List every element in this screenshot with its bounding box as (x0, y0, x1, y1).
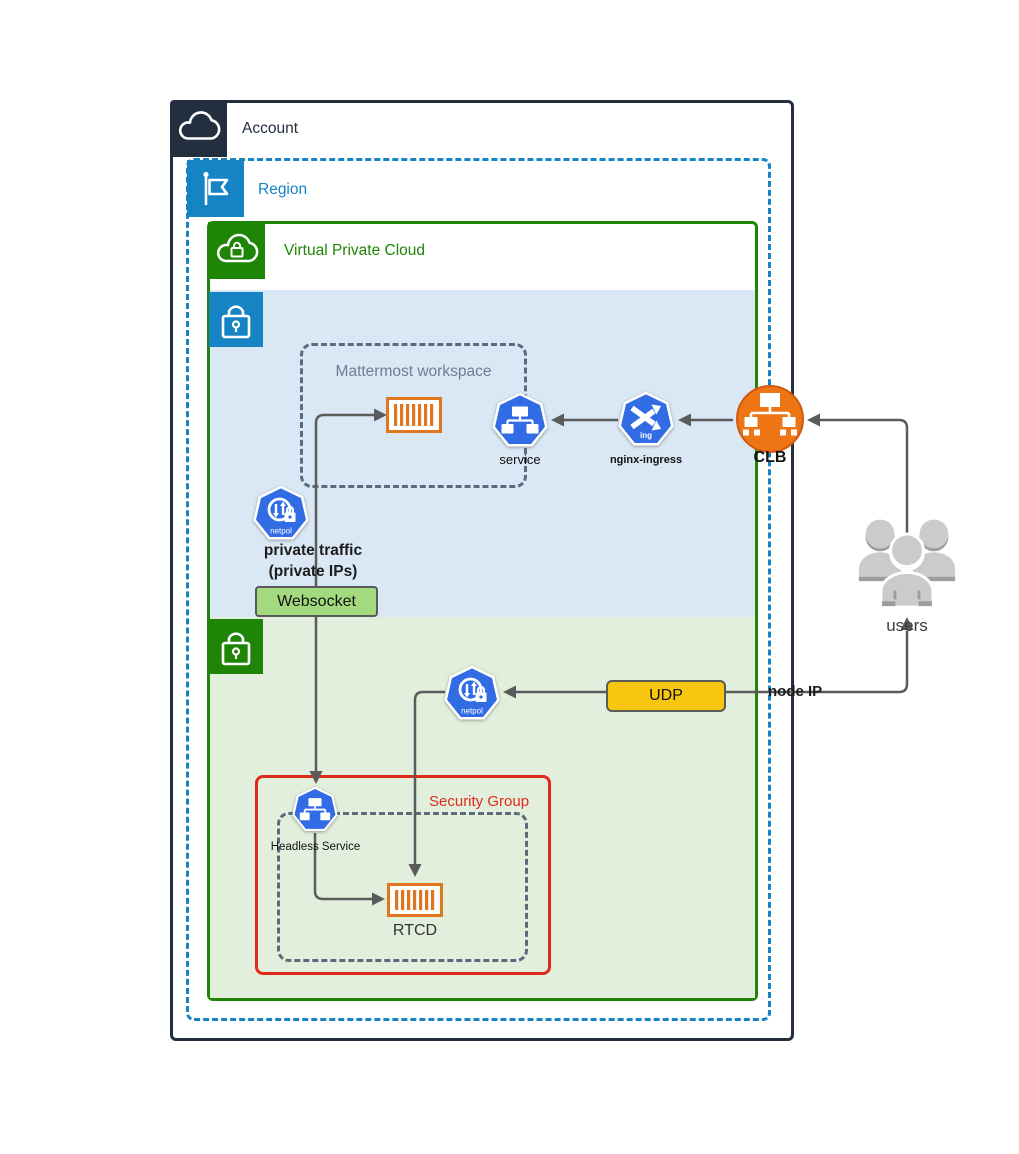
service-icon (492, 392, 548, 454)
private-traffic-label: private traffic (private IPs) (233, 540, 393, 582)
rtcd-container-icon (387, 883, 443, 922)
headless-service-icon (292, 786, 338, 838)
vpc-label: Virtual Private Cloud (284, 242, 426, 259)
udp-badge: UDP (606, 680, 726, 712)
service-label: service (499, 452, 541, 467)
mattermost-container-icon (386, 397, 442, 438)
headless-service-label: Headless Service (270, 841, 361, 853)
account-cloud-icon (170, 100, 227, 157)
security-group-label: Security Group (429, 793, 530, 810)
public-subnet-lock-icon (209, 292, 263, 347)
region-label: Region (258, 181, 308, 198)
users-icon (849, 509, 965, 614)
nginx-ingress-label: nginx-ingress (609, 454, 683, 466)
vpc-cloud-lock-icon (208, 222, 265, 279)
nginx-ingress-icon: ing (618, 391, 674, 453)
private-subnet-lock-icon (209, 619, 263, 674)
rtcd-label: RTCD (392, 922, 438, 939)
clb-label: CLB (753, 449, 787, 466)
node-ip-label: node IP (768, 683, 823, 700)
netpol-udp-icon: netpol (444, 665, 500, 727)
security-group-box (255, 775, 551, 975)
rtcd-pod-box (277, 812, 528, 962)
clb-icon (735, 384, 805, 459)
region-box (186, 158, 771, 1021)
netpol-websocket-icon: netpol (253, 485, 309, 547)
nginx-ing-badge: ing (640, 431, 652, 440)
users-label: users (886, 616, 928, 635)
region-flag-icon (187, 160, 244, 217)
websocket-badge: Websocket (255, 586, 378, 617)
private-traffic-line2: (private IPs) (268, 563, 358, 580)
workspace-label: Mattermost workspace (335, 363, 492, 380)
netpol-badge: netpol (270, 527, 292, 536)
private-traffic-line1: private traffic (263, 542, 363, 559)
netpol-badge: netpol (461, 707, 483, 716)
account-label: Account (242, 120, 299, 137)
